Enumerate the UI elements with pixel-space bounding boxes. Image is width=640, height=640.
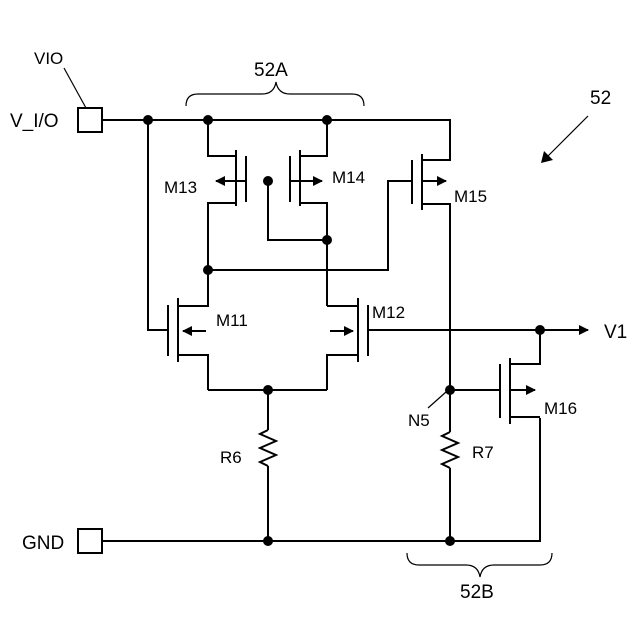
transistor-m14: M14: [290, 120, 365, 306]
m13-label: M13: [164, 178, 197, 197]
transistor-m11: M11: [168, 270, 248, 390]
supply-rail: [102, 120, 450, 150]
transistor-m12: M12: [327, 298, 405, 390]
m15-gate-wire: [208, 181, 412, 270]
r7-label: R7: [472, 443, 494, 462]
m11-source: [178, 355, 208, 390]
m11-drain: [178, 270, 208, 306]
m16-drain: [510, 330, 540, 364]
r6-label: R6: [220, 448, 242, 467]
m12-source: [327, 355, 358, 390]
label-52a: 52A: [254, 60, 288, 81]
bracket-52b: [407, 553, 552, 577]
output-label: V1: [604, 322, 627, 343]
m16-label: M16: [544, 399, 577, 418]
transistor-m16: M16: [450, 330, 577, 424]
junction-dot: [535, 325, 545, 335]
ground-rail: [102, 418, 540, 541]
m13-source: [208, 120, 236, 156]
junction-dot: [263, 385, 273, 395]
m15-label: M15: [454, 187, 487, 206]
vio-leader: [64, 68, 86, 108]
resistor-r7: [442, 432, 458, 468]
mirror-gate-wire: [268, 181, 327, 240]
n5-label: N5: [408, 411, 430, 430]
junction-dot: [322, 235, 332, 245]
junction-dot: [263, 536, 273, 546]
junction-dot: [445, 536, 455, 546]
junction-dot: [203, 265, 213, 275]
m14-drain: [300, 203, 327, 306]
junction-dot: [143, 115, 153, 125]
gnd-label: GND: [22, 533, 64, 554]
vio-label: VIO: [34, 49, 63, 68]
junction-dot: [203, 115, 213, 125]
transistor-m13: M13: [164, 120, 246, 270]
m14-label: M14: [332, 168, 365, 187]
label-52b: 52B: [460, 582, 494, 603]
junction-dot: [263, 176, 273, 186]
m15-drain: [422, 204, 450, 432]
m11-gate-wire: [148, 120, 168, 330]
vio-node-label: V_I/O: [10, 111, 59, 132]
figure-number: 52: [590, 88, 611, 109]
m12-label: M12: [372, 303, 405, 322]
m13-drain: [208, 203, 236, 270]
bracket-52a: [186, 82, 364, 106]
vio-terminal: [78, 108, 102, 132]
junction-dot: [322, 115, 332, 125]
gnd-terminal: [78, 529, 102, 553]
n5-leader: [428, 392, 446, 408]
figure-pointer-arrow: [546, 116, 588, 158]
m15-source: [422, 150, 450, 160]
m14-source: [300, 120, 327, 156]
m11-label: M11: [216, 311, 248, 330]
resistor-r6: [260, 430, 276, 466]
junction-dot-n5: [445, 385, 455, 395]
